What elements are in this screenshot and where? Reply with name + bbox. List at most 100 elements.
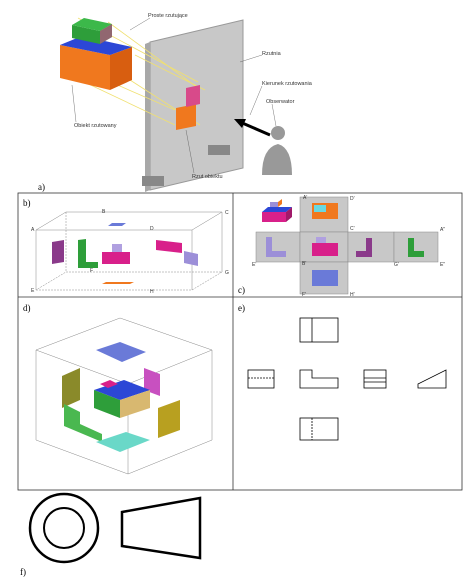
e-back-view bbox=[417, 369, 447, 389]
c-letter-e1: E' bbox=[252, 262, 256, 268]
c-object-front bbox=[262, 212, 286, 222]
c-front-lavender bbox=[316, 237, 326, 243]
d-right-view bbox=[144, 368, 160, 396]
d-object-side bbox=[120, 390, 150, 418]
box-d-wireframe bbox=[35, 317, 213, 475]
callout-leader-object bbox=[71, 84, 77, 123]
d-back-view bbox=[158, 400, 180, 438]
c-object-lavender bbox=[270, 202, 278, 207]
b-back-view bbox=[184, 251, 198, 266]
b-letter-g: G bbox=[225, 270, 229, 276]
b-vertex-letters: A B C D E F G H bbox=[31, 209, 229, 295]
object-green-front bbox=[72, 25, 100, 44]
e-right-view bbox=[363, 369, 387, 389]
callout-observer: Obserwator bbox=[266, 99, 295, 105]
d-left-view bbox=[62, 368, 80, 408]
observer-head bbox=[271, 126, 285, 140]
callout-leader-rays bbox=[129, 17, 151, 31]
e-left-view bbox=[247, 369, 275, 389]
d-top-view bbox=[96, 342, 146, 362]
orthographic-views bbox=[247, 317, 447, 441]
c-back-view bbox=[408, 238, 424, 257]
b-letter-h: H bbox=[150, 289, 154, 295]
d-green-view bbox=[64, 404, 102, 442]
f-frustum-profile bbox=[120, 496, 202, 560]
c-bottom-view bbox=[312, 270, 338, 286]
plane-support-right bbox=[208, 145, 230, 155]
panel-f: f) bbox=[20, 492, 202, 577]
callout-projection-rays: Proste rzutujące bbox=[148, 13, 188, 19]
callout-leader-observer bbox=[271, 103, 277, 127]
object-side bbox=[110, 47, 132, 90]
c-left-view bbox=[266, 237, 286, 257]
b-bottom-view bbox=[102, 282, 134, 284]
b-letter-c: C bbox=[225, 210, 229, 216]
c-letter-c1: C' bbox=[350, 226, 355, 232]
e-top-view bbox=[299, 317, 339, 343]
callout-object: Obiekt rzutowany bbox=[74, 123, 117, 129]
c-right-view bbox=[356, 238, 372, 257]
b-letter-f: F bbox=[90, 268, 93, 274]
c-letter-h1: H' bbox=[350, 292, 355, 298]
c-letter-f1: F' bbox=[302, 292, 306, 298]
c-letter-g1: G' bbox=[394, 262, 399, 268]
b-top-view bbox=[108, 223, 126, 226]
projection-orange bbox=[176, 104, 196, 130]
direction-arrow-shaft bbox=[239, 120, 271, 137]
f-inner-circle bbox=[43, 507, 85, 549]
b-front-lavender bbox=[112, 244, 122, 252]
b-letter-e: E bbox=[31, 288, 35, 294]
object-top bbox=[60, 36, 132, 55]
d-object-top bbox=[94, 380, 150, 400]
object-front bbox=[60, 45, 110, 90]
panel-a-label: a) bbox=[38, 182, 45, 192]
c-letter-a2: A" bbox=[440, 227, 445, 233]
c-top-view-cyan bbox=[314, 205, 326, 212]
b-green-view bbox=[78, 239, 98, 268]
panel-e: e) bbox=[238, 303, 447, 441]
panel-d: d) bbox=[23, 303, 213, 475]
object-pink-side bbox=[100, 24, 112, 44]
panel-grid bbox=[17, 192, 463, 491]
b-letter-d: D bbox=[150, 226, 154, 232]
d-bottom-view bbox=[96, 432, 150, 452]
c-letter-b1: B' bbox=[302, 261, 306, 267]
c-front-magenta bbox=[312, 243, 338, 256]
c-object-top bbox=[262, 207, 292, 212]
c-object-orange bbox=[278, 199, 282, 207]
panel-c: A' B' C' D' E' F' G' H' A" E" c) bbox=[238, 195, 445, 298]
f-outer-circle bbox=[28, 492, 100, 564]
panel-e-label: e) bbox=[238, 303, 245, 313]
b-front-magenta bbox=[102, 252, 130, 264]
d-object-front bbox=[94, 390, 120, 418]
object-green-top bbox=[72, 18, 112, 31]
c-letter-a1: A' bbox=[303, 195, 307, 201]
callout-leader-projection bbox=[185, 129, 195, 174]
direction-arrow-head bbox=[234, 119, 246, 128]
callout-projection-direction: Kierunek rzutowania bbox=[262, 81, 313, 87]
c-letter-e2: E" bbox=[440, 262, 445, 268]
callout-projection: Rzut obiektu bbox=[192, 174, 223, 180]
b-letter-b: B bbox=[102, 209, 106, 215]
projection-rays bbox=[59, 17, 206, 126]
panel-b-label: b) bbox=[23, 198, 31, 208]
box-b-wireframe bbox=[35, 211, 223, 291]
c-vertex-letters: A' B' C' D' E' F' G' H' A" E" bbox=[252, 195, 445, 298]
callout-plane: Rzutnia bbox=[262, 51, 282, 57]
c-object-side bbox=[286, 207, 292, 222]
callout-leader-direction bbox=[249, 85, 263, 116]
e-front-view bbox=[299, 369, 339, 389]
callout-leader-plane bbox=[239, 54, 263, 63]
plane-edge bbox=[145, 42, 150, 192]
c-letter-d1: D' bbox=[350, 196, 355, 202]
b-letter-a: A bbox=[31, 227, 35, 233]
plane-support-left bbox=[142, 176, 164, 186]
panel-c-label: c) bbox=[238, 285, 245, 295]
e-bottom-view bbox=[299, 417, 339, 441]
d-object-raised bbox=[100, 380, 118, 388]
projection-pink bbox=[186, 85, 200, 107]
b-left-view bbox=[52, 240, 64, 264]
panel-d-label: d) bbox=[23, 303, 31, 313]
panel-b: b) A B C D E F G H bbox=[23, 198, 229, 295]
